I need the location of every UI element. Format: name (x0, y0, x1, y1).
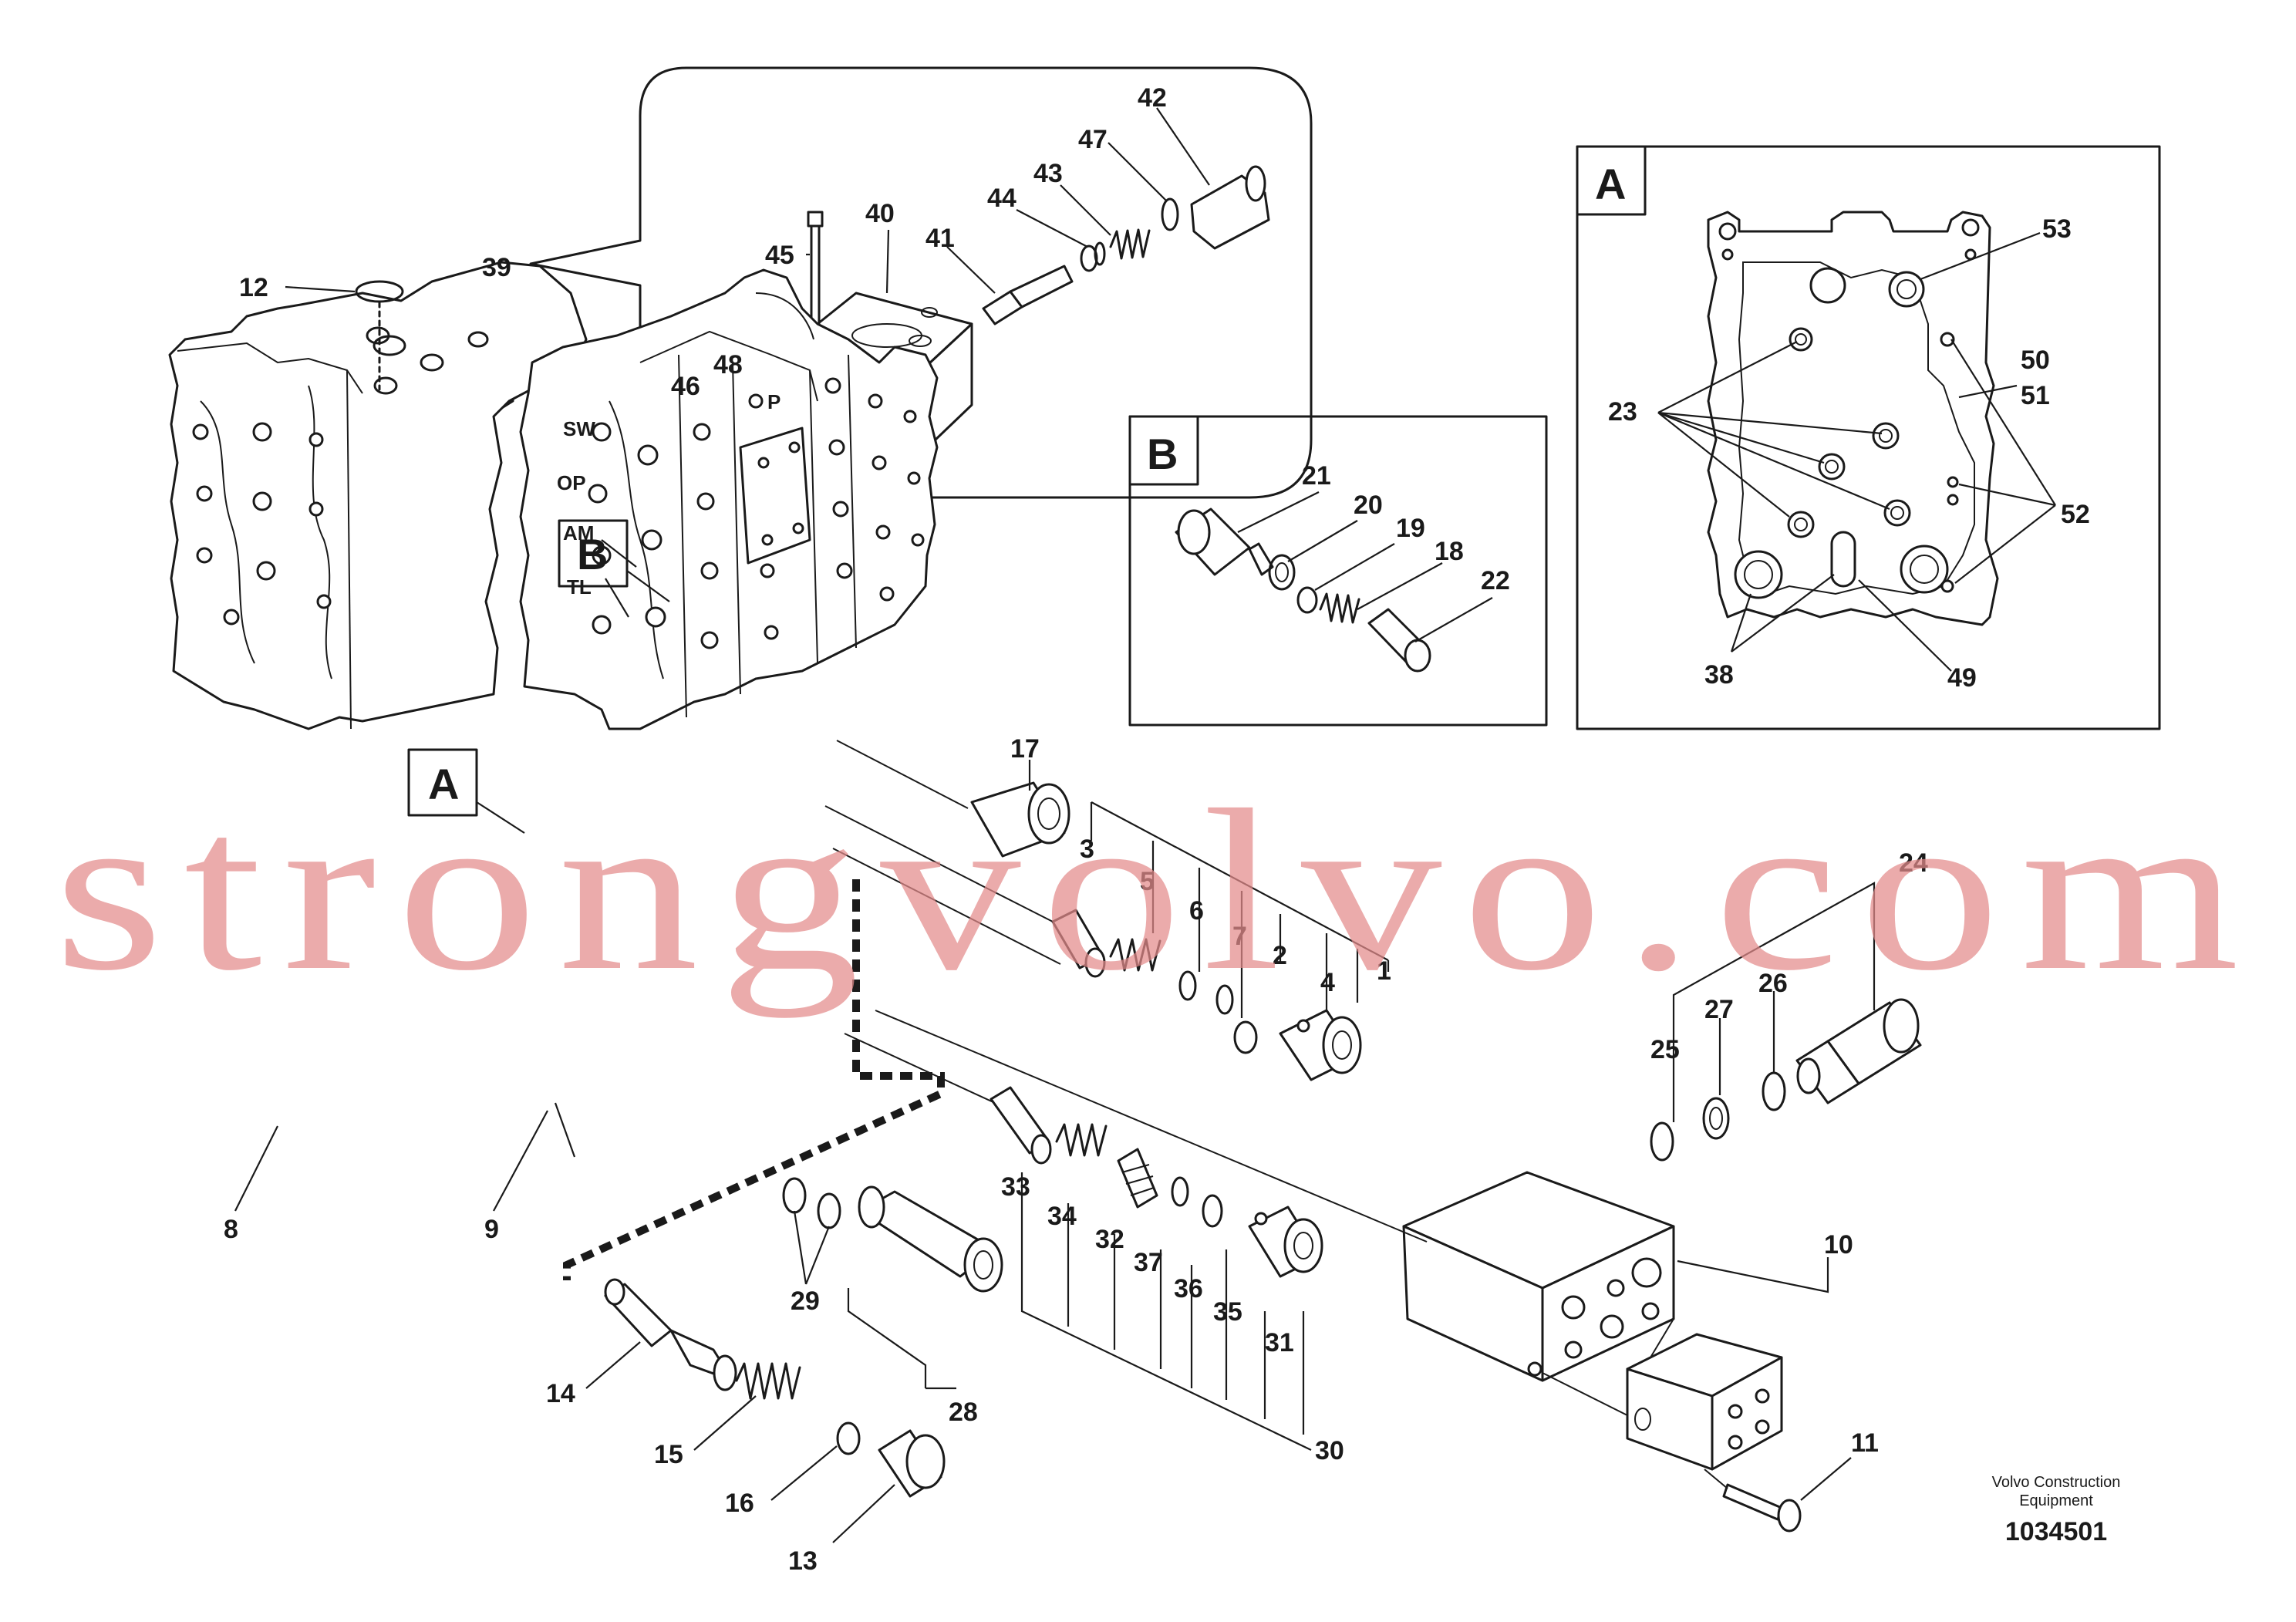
part-label-9: 9 (484, 1215, 499, 1244)
main-leaders (234, 539, 637, 1212)
credit-block: Volvo Construction Equipment 1034501 (1992, 1474, 2121, 1546)
part-label-47: 47 (1078, 125, 1108, 154)
part-label-18: 18 (1435, 537, 1464, 566)
plug-17 (836, 740, 1070, 858)
part-label-39: 39 (482, 253, 511, 282)
part-label-7: 7 (1232, 922, 1247, 951)
part-label-50: 50 (2021, 346, 2050, 375)
callout-a-detail: A (1595, 160, 1626, 208)
part-label-6: 6 (1189, 896, 1204, 926)
port-label-sw: SW (563, 417, 595, 440)
part-label-1: 1 (1377, 956, 1391, 986)
callout-box-a: A (407, 748, 525, 834)
part-label-12: 12 (239, 273, 268, 302)
part-label-13: 13 (788, 1546, 818, 1576)
credit-line-1: Volvo Construction (1992, 1474, 2121, 1491)
part-label-5: 5 (1140, 867, 1155, 896)
part-label-27: 27 (1704, 995, 1734, 1024)
part-24-cap (1650, 882, 1922, 1162)
part-label-14: 14 (546, 1379, 575, 1408)
part-label-21: 21 (1302, 461, 1331, 491)
part-label-49: 49 (1947, 663, 1977, 693)
part-label-2: 2 (1273, 941, 1287, 970)
part-label-43: 43 (1033, 159, 1063, 188)
callout-a-body: A (428, 760, 459, 808)
callout-b-body: B (577, 530, 608, 578)
valve-body-9: SW OP AM TL P (519, 268, 939, 730)
detail-a-box (1576, 145, 2161, 730)
part-label-10: 10 (1824, 1230, 1853, 1259)
valve-body-8 (168, 261, 588, 730)
part-label-31: 31 (1265, 1328, 1294, 1357)
part-label-30: 30 (1315, 1436, 1344, 1465)
part-label-34: 34 (1047, 1202, 1077, 1231)
part-label-28: 28 (949, 1398, 978, 1427)
spool-assembly-1 (824, 801, 1390, 1081)
part-label-42: 42 (1138, 83, 1167, 113)
part-label-20: 20 (1354, 491, 1383, 520)
detail-b-box (1128, 415, 1548, 727)
port-label-p: P (767, 390, 781, 413)
part-label-3: 3 (1080, 835, 1094, 864)
part-label-23: 23 (1608, 397, 1637, 427)
part-label-51: 51 (2021, 381, 2050, 410)
part-label-8: 8 (224, 1215, 238, 1244)
part-label-46: 46 (671, 372, 700, 401)
spool-assembly-30 (844, 1033, 1323, 1451)
part-label-53: 53 (2042, 214, 2072, 244)
part-label-15: 15 (654, 1440, 683, 1469)
spool-assembly-14 (585, 1278, 946, 1543)
part-28-29 (782, 1177, 1003, 1390)
part-label-17: 17 (1010, 734, 1040, 764)
part-label-32: 32 (1095, 1225, 1124, 1254)
screw-11 (1704, 1457, 1852, 1533)
part-label-38: 38 (1704, 660, 1734, 690)
part-label-52: 52 (2061, 500, 2090, 529)
part-label-41: 41 (925, 224, 955, 253)
callout-box-b: B (558, 519, 670, 602)
part-label-33: 33 (1001, 1172, 1030, 1202)
part-label-45: 45 (765, 241, 794, 270)
part-label-35: 35 (1213, 1297, 1242, 1327)
part-label-19: 19 (1396, 514, 1425, 543)
callout-b-detail: B (1147, 430, 1178, 478)
part-label-22: 22 (1481, 566, 1510, 595)
part-label-25: 25 (1650, 1035, 1680, 1064)
part-10b-block (1542, 1318, 1783, 1471)
port-label-op: OP (557, 471, 586, 494)
part-label-40: 40 (865, 199, 895, 228)
part-labels: 1 2 3 4 5 6 7 8 9 10 11 12 13 14 15 16 1… (224, 83, 2090, 1576)
oring-12 (285, 280, 404, 391)
drawing-number: 1034501 (2005, 1517, 2107, 1546)
part-label-4: 4 (1320, 968, 1335, 997)
watermark-text: strongvolvo.com (54, 762, 2260, 1019)
credit-line-2: Equipment (2019, 1492, 2093, 1509)
part-label-24: 24 (1899, 848, 1928, 878)
part-label-11: 11 (1851, 1428, 1879, 1458)
part-label-44: 44 (987, 184, 1017, 213)
part-label-37: 37 (1134, 1248, 1163, 1277)
part-label-16: 16 (725, 1489, 754, 1518)
part-10-block (875, 1010, 1829, 1382)
dashed-connector (563, 879, 945, 1280)
part-label-48: 48 (713, 350, 743, 379)
part-label-36: 36 (1174, 1274, 1203, 1303)
part-label-29: 29 (791, 1286, 820, 1316)
port-label-am: AM (563, 521, 594, 545)
part-label-26: 26 (1758, 969, 1788, 998)
